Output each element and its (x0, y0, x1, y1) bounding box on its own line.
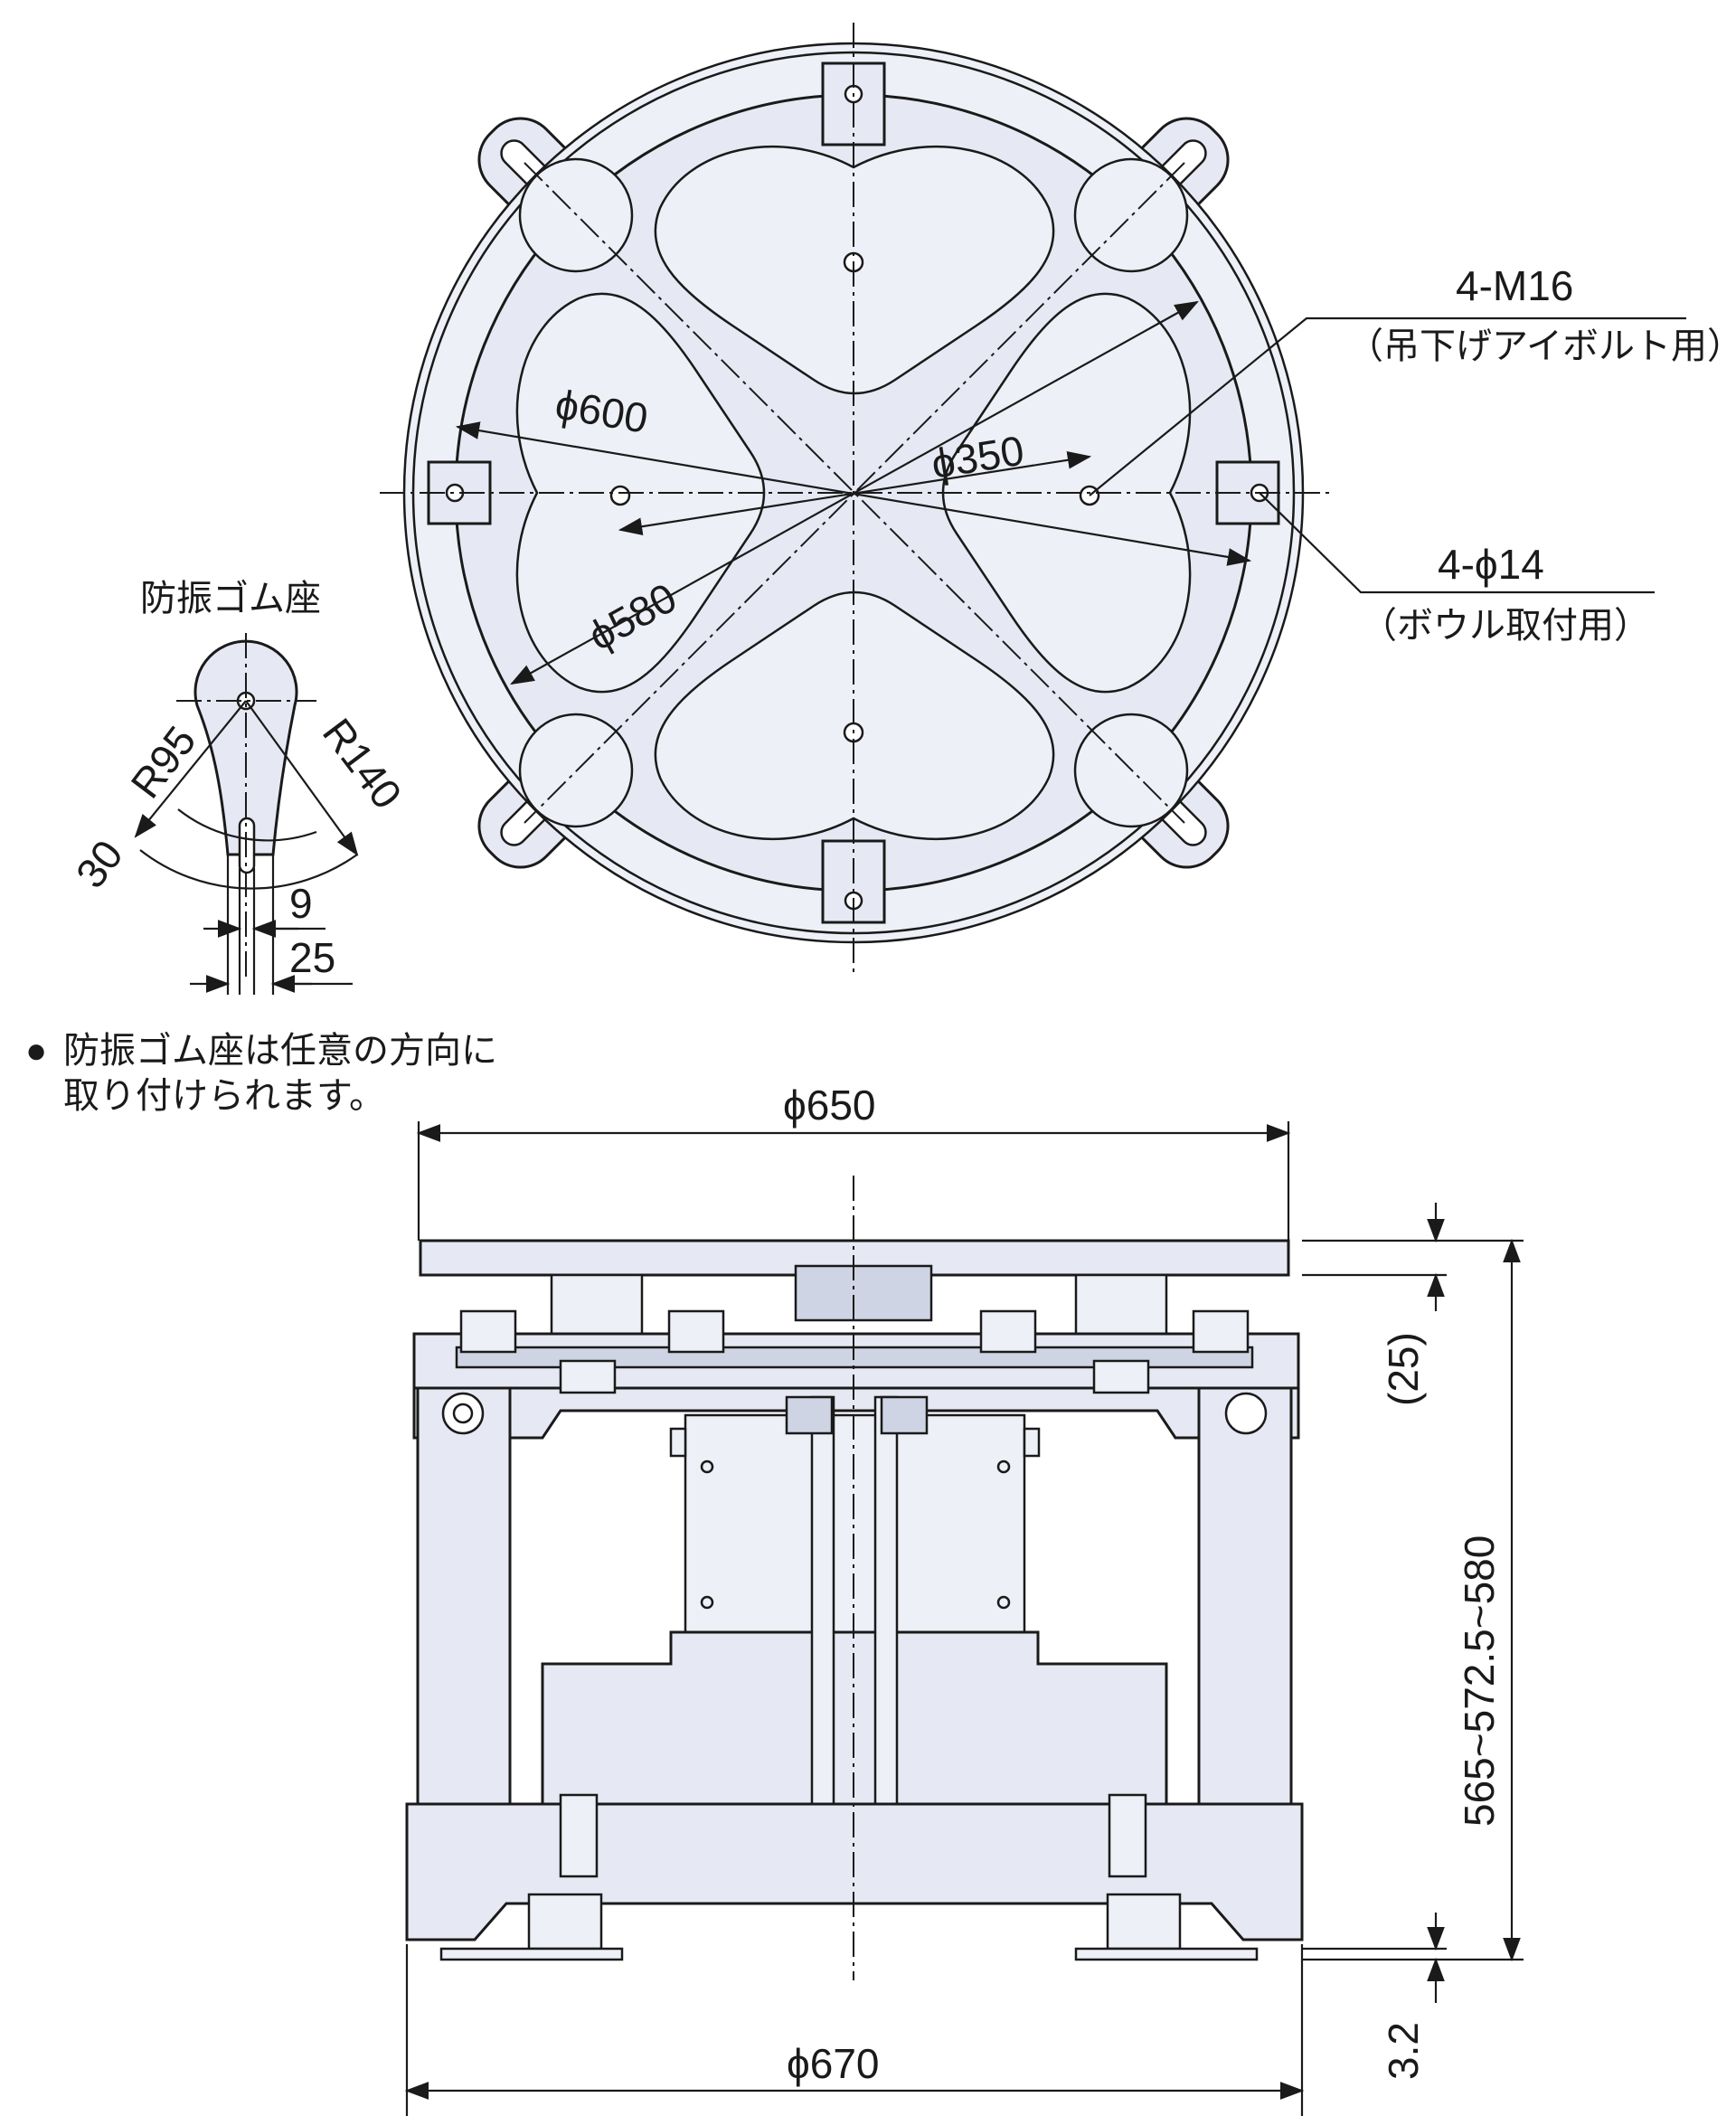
dim-25-paren: (25) (1380, 1332, 1427, 1406)
note-line-2: 取り付けられます。 (63, 1076, 385, 1116)
dim-phi670: ϕ670 (787, 2040, 880, 2087)
left-column (416, 1386, 512, 1847)
callout-hole: 4-ϕ14 (1438, 541, 1544, 588)
mounting-note: ● 防振ゴム座は任意の方向に 取り付けられます。 (25, 1031, 497, 1116)
note-line-1: 防振ゴム座は任意の方向に (63, 1031, 497, 1071)
dim-r140: R140 (314, 710, 411, 817)
callout-bolt: 4-M16 (1456, 262, 1573, 309)
rubber-seat-detail: 防振ゴム座 R95 R140 30 9 25 (67, 579, 411, 995)
dim-phi650: ϕ650 (783, 1082, 876, 1129)
dim-25: 25 (289, 934, 335, 981)
note-bullet: ● (25, 1031, 47, 1071)
dim-line-phi350 (618, 450, 1092, 536)
dim-3-2: 3.2 (1380, 2022, 1427, 2080)
right-column (1197, 1386, 1293, 1847)
tension-bolts (459, 1309, 1250, 1394)
callout-bolt-note: （吊下げアイボルト用） (1347, 326, 1736, 366)
side-view: ϕ650 ϕ670 (25) 565~572.5~580 3.2 (404, 1082, 1524, 2116)
dim-height: 565~572.5~580 (1456, 1535, 1503, 1827)
dim-30: 30 (67, 831, 132, 896)
callout-hole-note: （ボウル取付用） (1361, 606, 1650, 646)
leader-bolt (1089, 316, 1686, 496)
leader-hole (1259, 492, 1655, 594)
top-view: ϕ600 ϕ580 ϕ350 4-M16 （吊下げアイボルト用） 4-ϕ14 （… (380, 23, 1736, 977)
rubber-seat-title: 防振ゴム座 (140, 579, 321, 619)
motor-housing (684, 1413, 1026, 1652)
dim-r95: R95 (121, 717, 204, 807)
dim-9: 9 (289, 880, 313, 927)
